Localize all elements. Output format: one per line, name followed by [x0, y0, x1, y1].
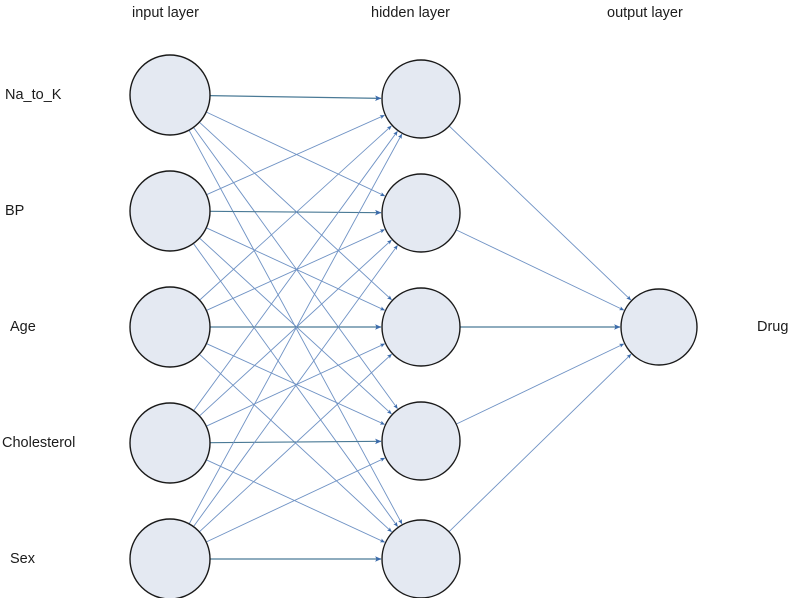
edge-input1-hidden1 [209, 95, 382, 102]
layer-title-hidden: hidden layer [371, 5, 450, 21]
layer-title-input: input layer [132, 5, 199, 21]
edge-input1-hidden2 [206, 111, 386, 197]
edge-input1-hidden3 [199, 121, 392, 301]
edge-input4-hidden1 [193, 131, 398, 411]
edge-input3-hidden4 [206, 343, 385, 425]
input-layer-nodes [129, 54, 211, 598]
hidden-node-3 [381, 287, 461, 367]
edges-input-to-hidden [188, 95, 403, 562]
edge-hidden1-output1 [448, 125, 632, 301]
hidden-layer-nodes [381, 59, 461, 598]
edge-hidden2-output1 [455, 229, 625, 311]
edge-input5-hidden2 [193, 245, 398, 527]
edge-input5-hidden3 [199, 353, 392, 533]
input-node-5 [129, 518, 211, 598]
input-node-3 [129, 286, 211, 368]
output-layer-nodes [620, 288, 698, 366]
edge-hidden4-output1 [455, 343, 625, 425]
input-node-2 [129, 170, 211, 252]
hidden-node-2 [381, 173, 461, 253]
edge-input5-hidden1 [188, 133, 403, 525]
edge-input4-hidden5 [206, 459, 385, 543]
edge-input3-hidden2 [206, 229, 385, 311]
input-label-na-to-k: Na_to_K [5, 87, 62, 103]
edges-hidden-to-output [448, 125, 632, 533]
edge-input2-hidden2 [209, 209, 382, 216]
hidden-node-4 [381, 401, 461, 481]
edge-input2-hidden1 [206, 114, 385, 196]
edge-input3-hidden1 [199, 125, 392, 301]
edge-input1-hidden4 [193, 127, 398, 409]
input-label-sex: Sex [10, 551, 35, 567]
edge-input4-hidden2 [199, 239, 392, 417]
output-label-drug: Drug [757, 319, 789, 335]
input-node-1 [129, 54, 211, 136]
input-node-4 [129, 402, 211, 484]
hidden-node-5 [381, 519, 461, 598]
edge-input4-hidden3 [206, 343, 385, 427]
hidden-node-1 [381, 59, 461, 139]
output-node-1 [620, 288, 698, 366]
edge-input4-hidden4 [209, 438, 382, 445]
input-label-age: Age [10, 319, 36, 335]
input-label-bp: BP [5, 203, 25, 219]
edge-input2-hidden4 [199, 237, 392, 415]
edge-input5-hidden4 [206, 457, 386, 543]
edge-hidden5-output1 [448, 353, 632, 533]
layer-title-output: output layer [607, 5, 683, 21]
edge-input2-hidden3 [206, 227, 385, 311]
input-label-cholesterol: Cholesterol [2, 435, 76, 451]
